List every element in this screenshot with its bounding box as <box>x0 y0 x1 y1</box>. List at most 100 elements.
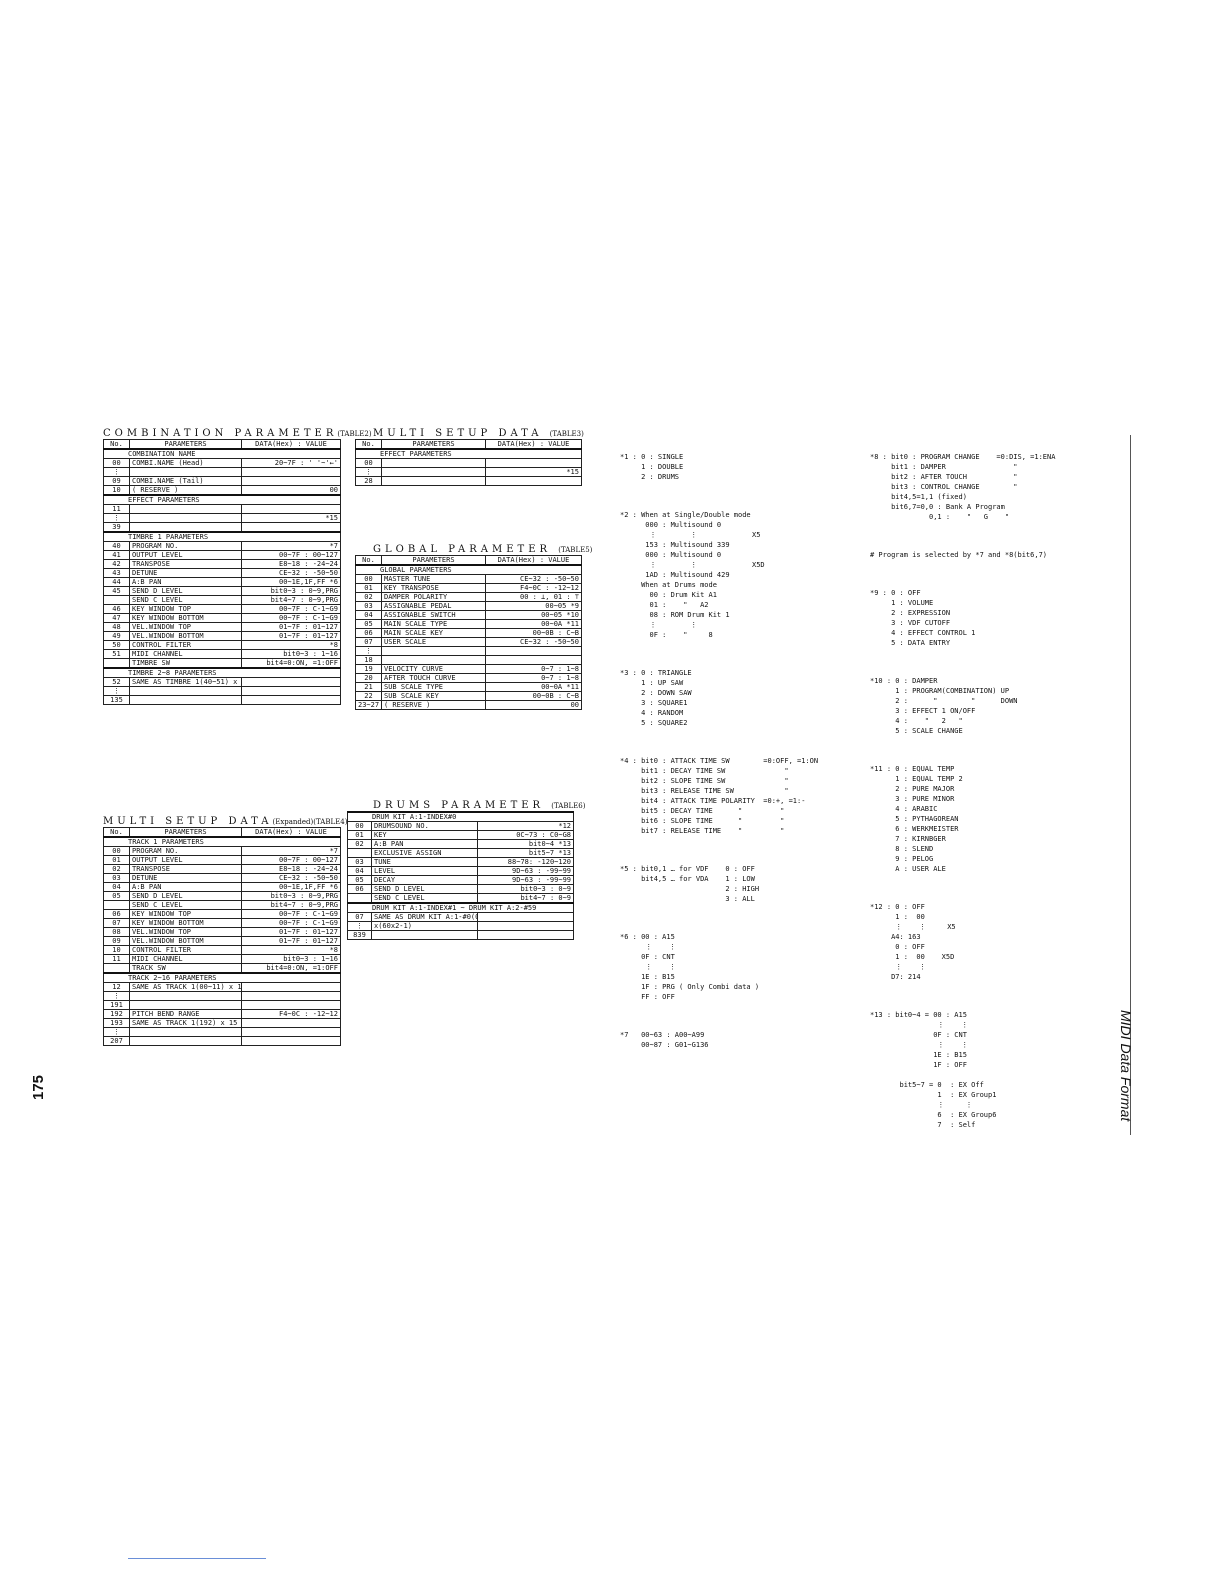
footer-line <box>128 1558 266 1559</box>
note-6: *6 : 00 : A15 ⋮ ⋮ 0F : CNT ⋮ ⋮ 1E : B15 … <box>620 933 760 1001</box>
data-value: 9D~63 : -99~99 <box>476 866 575 876</box>
parameter-name: TIMBRE SW <box>129 658 242 669</box>
parameter-name: VELOCITY CURVE <box>381 664 486 674</box>
parameter-name <box>381 467 486 477</box>
data-value <box>241 677 341 687</box>
column-header: No. <box>103 827 130 838</box>
data-value: CE~32 : -50~50 <box>241 568 341 578</box>
parameter-name: VEL.WINDOW TOP <box>129 927 242 937</box>
notes-col2: *8 : bit0 : PROGRAM CHANGE =0:DIS, =1:EN… <box>870 432 1055 1140</box>
data-value: 00 <box>241 485 341 496</box>
row-number: 192 <box>103 1009 130 1019</box>
data-value <box>485 655 582 665</box>
data-value <box>241 522 341 533</box>
global-title: GLOBAL PARAMETER (TABLE5) <box>373 544 593 555</box>
parameter-name <box>129 504 242 514</box>
table-row: ⋮ <box>103 991 341 1001</box>
data-value: bit4~7 : 0~9 <box>476 893 575 904</box>
table-row: ⋮*15 <box>355 467 582 477</box>
data-value: F4~0C : -12~12 <box>485 583 582 593</box>
row-number: ⋮ <box>355 646 382 656</box>
row-number: 40 <box>103 541 130 551</box>
row-number: 08 <box>103 927 130 937</box>
data-value: E8~18 : -24~24 <box>241 559 341 569</box>
table-row: EFFECT PARAMETERS <box>103 494 341 505</box>
data-value: 0~7 : 1~8 <box>485 673 582 683</box>
parameter-name: x(60x2-1) <box>371 921 478 931</box>
row-number: 02 <box>355 592 382 602</box>
table-row: DRUM KIT A:1-INDEX#0 <box>346 811 575 822</box>
data-value: 00~7F : C-1~G9 <box>241 604 341 614</box>
data-value: bit4=0:ON, =1:OFF <box>241 658 341 669</box>
row-number: ⋮ <box>103 991 130 1001</box>
row-number <box>347 893 372 904</box>
note-9: *9 : 0 : OFF 1 : VOLUME 2 : EXPRESSION 3… <box>870 589 976 647</box>
section-header: DRUM KIT A:1-INDEX#0 <box>346 811 575 822</box>
parameter-name: SEND D LEVEL <box>129 891 242 901</box>
data-value: 88~78: -120~120 <box>476 857 575 867</box>
data-value <box>485 476 582 486</box>
parameter-name: MIDI CHANNEL <box>129 649 242 659</box>
row-number <box>347 848 372 858</box>
row-number: 44 <box>103 577 130 587</box>
parameter-name: A:B PAN <box>129 882 242 892</box>
multi-setup-expanded-title: MULTI SETUP DATA(Expanded)(TABLE4) <box>103 816 348 827</box>
data-value: 00 : ⊥, 01 : ⊤ <box>485 592 582 602</box>
data-value: bit4~7 : 0~9,PRG <box>241 595 341 605</box>
multi-setup-title: MULTI SETUP DATA (TABLE3) <box>373 428 584 439</box>
note-13: *13 : bit0~4 = 00 : A15 ⋮ ⋮ 0F : CNT ⋮ ⋮… <box>870 1011 997 1129</box>
row-number: 00 <box>103 458 130 468</box>
table-row: 135 <box>103 695 341 705</box>
drums-title: DRUMS PARAMETER (TABLE6) <box>373 800 586 811</box>
data-value: 00~0A *11 <box>485 619 582 629</box>
table-row: 10( RESERVE )00 <box>103 485 341 496</box>
row-number: ⋮ <box>103 513 130 523</box>
parameter-name: LEVEL <box>371 866 478 876</box>
parameter-name: ( RESERVE ) <box>129 485 242 496</box>
data-value: bit4~7 : 0~9,PRG <box>241 900 341 910</box>
parameter-name: KEY WINDOW BOTTOM <box>129 918 242 928</box>
data-value: 00~05 *9 <box>485 601 582 611</box>
data-value: bit0~3 : 0~9 <box>476 884 575 894</box>
parameter-name <box>381 655 486 665</box>
parameter-name: TUNE <box>371 857 478 867</box>
row-number: 51 <box>103 649 130 659</box>
data-value: bit0~3 : 0~9,PRG <box>241 586 341 596</box>
parameter-name: SAME AS TIMBRE 1(40~51) x 7 <box>129 677 242 687</box>
parameter-name <box>129 522 242 533</box>
row-number: 01 <box>347 830 372 840</box>
data-value: CE~32 : -50~50 <box>241 873 341 883</box>
data-value: 00 <box>485 700 582 710</box>
data-value: F4~0C : -12~12 <box>241 1009 341 1019</box>
parameter-name: DAMPER POLARITY <box>381 592 486 602</box>
parameter-name: VEL.WINDOW BOTTOM <box>129 936 242 946</box>
parameter-name: PROGRAM NO. <box>129 541 242 551</box>
parameter-name: KEY WINDOW BOTTOM <box>129 613 242 623</box>
parameter-name: OUTPUT LEVEL <box>129 855 242 865</box>
parameter-name: SEND D LEVEL <box>371 884 478 894</box>
table-row: ⋮ <box>103 1027 341 1037</box>
data-value: 01~7F : 01~127 <box>241 927 341 937</box>
row-number: 10 <box>103 945 130 955</box>
row-number: 45 <box>103 586 130 596</box>
parameter-name <box>129 1027 242 1037</box>
parameter-name: PITCH BEND RANGE <box>129 1009 242 1019</box>
parameter-name: SEND D LEVEL <box>129 586 242 596</box>
row-number: 21 <box>355 682 382 692</box>
parameter-name <box>381 476 486 486</box>
data-value <box>476 921 575 931</box>
note-7: *7 00~63 : A00~A99 00~87 : G01~G136 <box>620 1031 709 1049</box>
note-11: *11 : 0 : EQUAL TEMP 1 : EQUAL TEMP 2 2 … <box>870 765 963 873</box>
section-header: EFFECT PARAMETERS <box>103 494 341 505</box>
data-value <box>241 1018 341 1028</box>
